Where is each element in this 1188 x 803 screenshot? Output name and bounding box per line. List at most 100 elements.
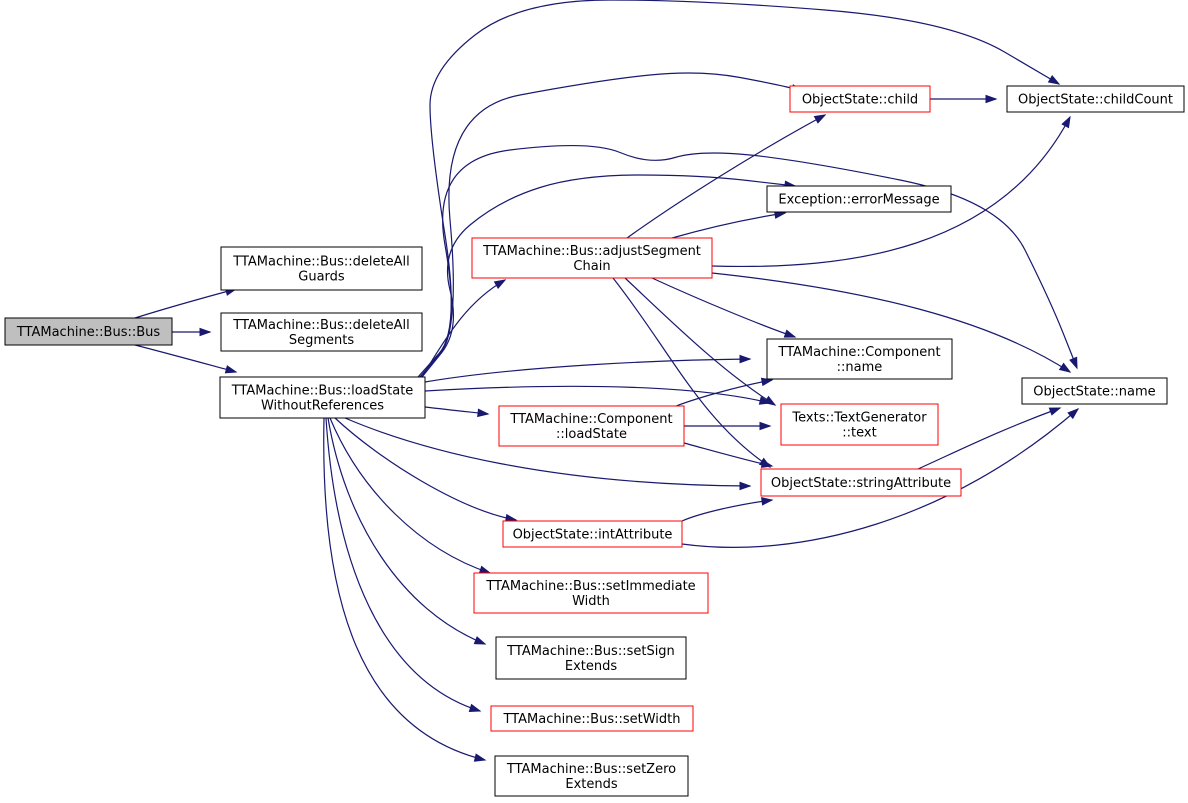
edge-adjust_segment_chain-to-child_count <box>711 115 1071 268</box>
edge-line <box>683 442 773 467</box>
node-label-line: Extends <box>565 777 617 792</box>
node-box <box>1021 377 1168 405</box>
edge-load_state_wo_refs-to-set_width <box>325 417 482 713</box>
edge-line <box>419 72 803 378</box>
node-box <box>498 405 685 447</box>
arrowhead-icon <box>473 753 487 762</box>
edge-adjust_segment_chain-to-component_name <box>651 277 797 338</box>
node-label-line: Width <box>572 594 610 609</box>
node-component-load-state[interactable]: TTAMachine::Component::loadState <box>498 405 685 447</box>
node-label-line: TTAMachine::Bus::loadState <box>231 384 414 399</box>
node-label-line: TTAMachine::Bus::deleteAll <box>232 255 409 270</box>
arrowhead-icon <box>739 354 752 364</box>
edge-line <box>329 417 491 574</box>
node-label-line: ObjectState::intAttribute <box>513 528 673 543</box>
edge-line <box>612 277 771 468</box>
node-label-line: Texts::TextGenerator <box>791 411 927 426</box>
edge-line <box>711 116 1071 268</box>
edge-line <box>681 408 1079 548</box>
edge-line <box>417 0 1060 378</box>
node-label-line: ObjectState::child <box>802 93 918 108</box>
node-label-line: TTAMachine::Component <box>509 412 672 427</box>
arrowhead-icon <box>783 329 797 338</box>
arrowhead-icon <box>1069 356 1078 370</box>
node-child-count[interactable]: ObjectState::childCount <box>1006 85 1185 113</box>
edge-adjust_segment_chain-to-text_generator_text <box>624 277 777 406</box>
edge-line <box>344 417 751 487</box>
node-label-line: ObjectState::name <box>1033 385 1155 400</box>
node-label-line: Guards <box>298 270 345 285</box>
edge-line <box>626 114 826 239</box>
node-exception-error-message[interactable]: Exception::errorMessage <box>766 185 952 213</box>
edge-line <box>624 277 776 406</box>
edge-line <box>323 417 486 761</box>
edge-line <box>325 417 481 712</box>
edge-line <box>671 212 786 239</box>
node-load-state-wo-refs[interactable]: TTAMachine::Bus::loadStateWithoutReferen… <box>219 376 426 419</box>
node-label-line: Chain <box>573 259 610 274</box>
edge-load_state_wo_refs-to-set_zero_extends <box>323 417 487 762</box>
arrowhead-icon <box>761 497 774 506</box>
edge-bus_ctor-to-load_state_wo_refs <box>134 344 238 374</box>
node-label-line: ::loadState <box>556 427 627 442</box>
node-object-state-child[interactable]: ObjectState::child <box>789 85 931 113</box>
arrowhead-icon <box>760 459 774 468</box>
node-box <box>471 237 713 279</box>
arrowhead-icon <box>477 408 490 418</box>
arrowhead-icon <box>813 114 827 124</box>
node-label-line: TTAMachine::Bus::setSign <box>506 644 675 659</box>
arrowhead-icon <box>1058 362 1072 373</box>
edge-line <box>917 407 1061 470</box>
edges-layer <box>134 0 1080 762</box>
node-label-line: ObjectState::stringAttribute <box>771 476 951 491</box>
node-box <box>473 572 709 614</box>
node-label-line: TTAMachine::Bus::setImmediate <box>485 579 695 594</box>
node-label-line: ::text <box>842 426 876 441</box>
arrowhead-icon <box>493 279 507 289</box>
edge-adjust_segment_chain-to-exception_error_message <box>671 210 787 239</box>
edge-adjust_segment_chain-to-object_state_child <box>626 114 827 239</box>
edge-int_attribute-to-object_state_name <box>681 408 1080 548</box>
node-bus-ctor[interactable]: TTAMachine::Bus::Bus <box>4 317 173 346</box>
arrowhead-icon <box>468 703 482 713</box>
edge-load_state_wo_refs-to-text_generator_text <box>424 385 772 405</box>
arrowhead-icon <box>199 327 212 337</box>
node-label-line: TTAMachine::Bus::setWidth <box>502 712 680 727</box>
edge-load_state_wo_refs-to-component_load_state <box>424 406 490 418</box>
node-component-name[interactable]: TTAMachine::Component::name <box>766 338 953 380</box>
arrowhead-icon <box>759 421 772 431</box>
edge-line <box>334 417 517 521</box>
edge-line <box>651 277 796 338</box>
node-text-generator-text[interactable]: Texts::TextGenerator::text <box>780 403 939 446</box>
node-object-state-name[interactable]: ObjectState::name <box>1021 377 1168 405</box>
arrowhead-icon <box>1061 115 1071 129</box>
node-box <box>494 755 689 797</box>
node-set-width[interactable]: TTAMachine::Bus::setWidth <box>490 705 694 732</box>
arrowhead-icon <box>478 565 492 574</box>
edge-line <box>424 385 771 404</box>
node-label-line: ::name <box>837 360 883 375</box>
arrowhead-icon <box>763 395 777 406</box>
node-string-attribute[interactable]: ObjectState::stringAttribute <box>760 468 962 497</box>
node-label-line: TTAMachine::Bus::adjustSegment <box>482 244 701 259</box>
edge-load_state_wo_refs-to-child_count <box>417 0 1061 378</box>
edge-load_state_wo_refs-to-int_attribute <box>334 417 518 523</box>
edge-string_attribute-to-object_state_name <box>917 407 1062 470</box>
arrowhead-icon <box>739 481 752 491</box>
edge-component_load_state-to-text_generator_text <box>684 421 772 431</box>
edge-load_state_wo_refs-to-set_immediate_width <box>329 417 492 574</box>
edge-load_state_wo_refs-to-string_attribute <box>344 417 752 491</box>
arrowhead-icon <box>473 636 487 645</box>
node-int-attribute[interactable]: ObjectState::intAttribute <box>502 520 683 548</box>
node-label-line: TTAMachine::Bus::setZero <box>506 762 676 777</box>
node-label-line: WithoutReferences <box>261 399 384 414</box>
node-label-line: TTAMachine::Component <box>777 345 940 360</box>
node-box <box>766 185 952 213</box>
